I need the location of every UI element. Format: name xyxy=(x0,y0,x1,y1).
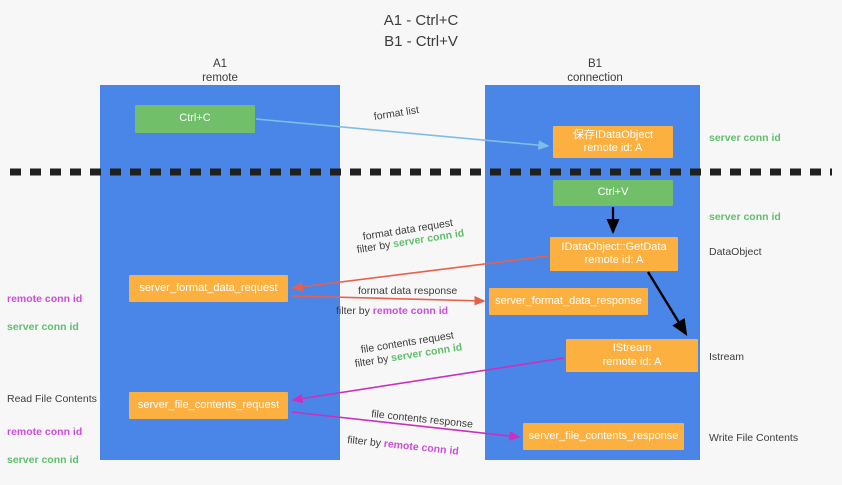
edge-label-format-data-response: format data response xyxy=(358,285,458,297)
arrow-format-list xyxy=(255,118,550,150)
node-save-idataobject[interactable]: 保存IDataObject remote id: A xyxy=(553,126,673,158)
lane-header-a1: A1 remote xyxy=(202,58,238,84)
annotation-left-conn-ids-2: remote conn id server conn id xyxy=(7,411,82,481)
node-server-file-contents-request[interactable]: server_file_contents_request xyxy=(129,392,288,419)
arrow-file-contents-request xyxy=(291,357,565,404)
node-idataobject-getdata[interactable]: IDataObject::GetData remote id: A xyxy=(550,237,678,271)
filter-prefix-4: filter by xyxy=(346,433,385,450)
filter-value-2: remote conn id xyxy=(372,305,449,317)
annotation-write-file-contents: Write File Contents xyxy=(709,432,799,444)
annotation-remote-conn-id-1: remote conn id xyxy=(7,293,83,305)
arrow-file-contents-response xyxy=(291,411,521,441)
annotation-server-conn-id-1: server conn id xyxy=(7,321,79,333)
annotation-dataobject: DataObject xyxy=(709,246,762,258)
annotation-remote-conn-id-2: remote conn id xyxy=(7,426,83,438)
node-ctrl-v[interactable]: Ctrl+V xyxy=(553,180,673,206)
node-ctrl-c[interactable]: Ctrl+C xyxy=(135,105,255,133)
annotation-server-conn-id-mid: server conn id xyxy=(709,211,781,223)
node-istream[interactable]: IStream remote id: A xyxy=(566,339,698,372)
node-server-file-contents-response[interactable]: server_file_contents_response xyxy=(523,423,684,450)
node-server-format-data-request[interactable]: server_format_data_request xyxy=(129,275,288,302)
arrow-format-data-response xyxy=(291,295,486,306)
arrow-getdata-istream xyxy=(646,271,688,337)
annotation-server-conn-id-top: server conn id xyxy=(709,132,781,144)
arrow-format-data-request xyxy=(291,255,549,292)
annotation-left-conn-ids-1: remote conn id server conn id xyxy=(7,278,82,348)
filter-prefix-2: filter by xyxy=(336,305,373,317)
annotation-server-conn-id-2: server conn id xyxy=(7,454,79,466)
node-server-format-data-response[interactable]: server_format_data_response xyxy=(489,288,648,315)
lane-header-b1: B1 connection xyxy=(567,58,623,84)
edge-label-format-data-response-filter: filter by remote conn id xyxy=(336,304,448,318)
diagram-title: A1 - Ctrl+C B1 - Ctrl+V xyxy=(383,12,459,50)
annotation-istream: Istream xyxy=(709,351,745,363)
annotation-read-file-contents: Read File Contents xyxy=(7,393,97,405)
